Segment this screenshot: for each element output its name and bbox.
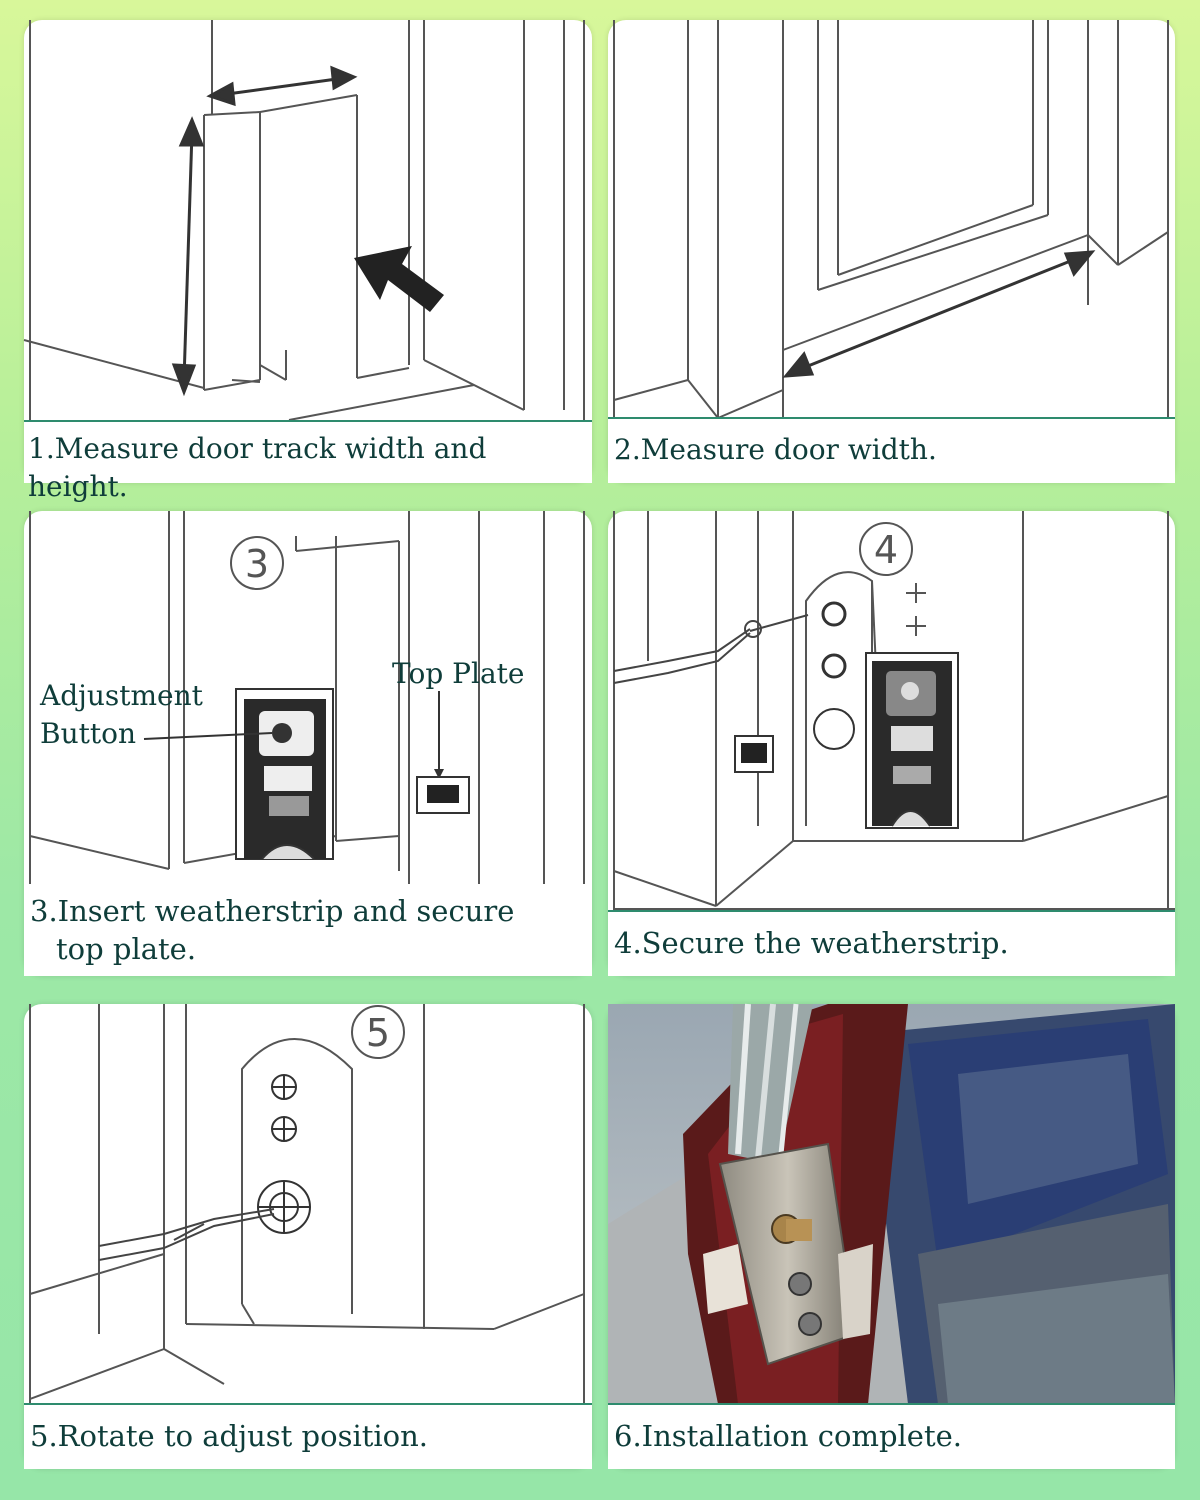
weatherstrip-mechanism bbox=[235, 688, 334, 860]
step-4-card: 4 4.Secure the weatherstrip. bbox=[608, 511, 1175, 976]
top-plate-label: Top Plate bbox=[392, 657, 525, 690]
pointer-arrow-icon bbox=[354, 246, 444, 312]
adjustment-label-line1: Adjustment bbox=[40, 679, 203, 712]
step-6-card: 6.Installation complete. bbox=[608, 1003, 1175, 1469]
step-3-illustration: 3 bbox=[29, 511, 585, 896]
step-1-caption: 1.Measure door track width and height. bbox=[24, 420, 592, 503]
step-5-card: 5 5.Rotate to adjust position. bbox=[24, 1004, 592, 1469]
screw-hole-icon bbox=[257, 1074, 311, 1234]
screw-icon bbox=[798, 1312, 822, 1336]
weatherstrip-mechanism bbox=[865, 652, 959, 829]
double-arrow-icon bbox=[171, 116, 205, 397]
step-3-caption-line1: 3.Insert weatherstrip and secure bbox=[30, 894, 515, 928]
plus-icon bbox=[906, 583, 926, 636]
step-2-caption: 2.Measure door width. bbox=[608, 417, 1175, 483]
step-2-card: 2.Measure door width. bbox=[608, 20, 1175, 483]
screw-hole-icon bbox=[813, 601, 855, 750]
adjustment-label-line2: Button bbox=[40, 717, 137, 750]
step-3-card: 3 Adjustment Button Top Plate 3.Insert w… bbox=[24, 511, 592, 976]
step-3-number-badge bbox=[230, 536, 284, 590]
step-4-caption: 4.Secure the weatherstrip. bbox=[608, 910, 1175, 976]
step-1-illustration bbox=[23, 20, 585, 421]
screwdriver-icon bbox=[98, 1208, 275, 1261]
screw-icon bbox=[788, 1272, 812, 1296]
step-3-caption: 3.Insert weatherstrip and secure top pla… bbox=[24, 884, 592, 976]
step-4-number-badge bbox=[859, 522, 913, 576]
installation-photo bbox=[608, 1003, 1175, 1404]
step-4-illustration: 4 bbox=[613, 511, 1175, 911]
step-1-card: 1.Measure door track width and height. bbox=[23, 20, 592, 503]
step-4-number: 4 bbox=[874, 528, 898, 572]
double-arrow-icon bbox=[782, 250, 1096, 378]
adjustment-pointer-line bbox=[143, 732, 273, 740]
step-5-caption: 5.Rotate to adjust position. bbox=[24, 1403, 592, 1469]
step-5-illustration: 5 bbox=[29, 1004, 585, 1404]
step-5-number: 5 bbox=[366, 1011, 390, 1055]
step-3-number: 3 bbox=[245, 542, 269, 586]
step-2-illustration bbox=[613, 20, 1175, 420]
step-3-caption-line2: top plate. bbox=[56, 932, 197, 966]
step-6-caption: 6.Installation complete. bbox=[608, 1403, 1175, 1469]
double-arrow-icon bbox=[206, 65, 358, 107]
step-5-number-badge bbox=[351, 1005, 405, 1059]
screwdriver-icon bbox=[613, 614, 809, 684]
